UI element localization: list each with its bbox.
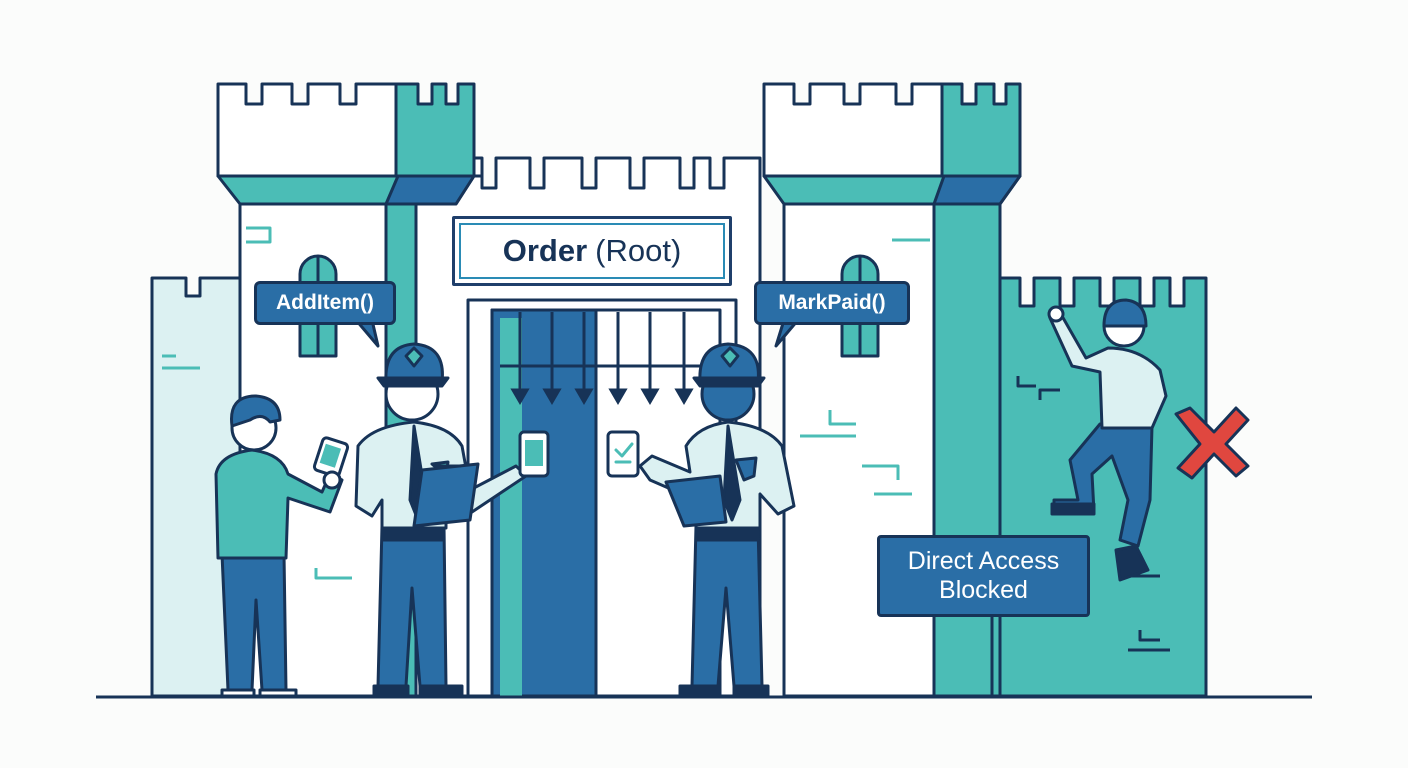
sign-title-bold: Order [502,233,588,268]
guard-right [606,342,796,698]
mark-paid-bubble: MarkPaid() [754,281,910,325]
sign-title-rest: (Root) [595,233,682,268]
climber-icon [1047,298,1168,582]
portcullis-icon [500,312,702,405]
citizen-figure [214,394,350,698]
blocked-line-1: Direct Access [907,547,1060,575]
order-root-sign: Order (Root) [452,216,732,286]
blocked-line-2: Blocked [939,576,1028,604]
right-outer-wall [998,276,1208,698]
denied-x-icon [1174,406,1250,480]
add-item-bubble: AddItem() [254,281,396,325]
direct-access-blocked-sign: Direct Access Blocked [877,535,1090,617]
guard-left [354,342,550,698]
